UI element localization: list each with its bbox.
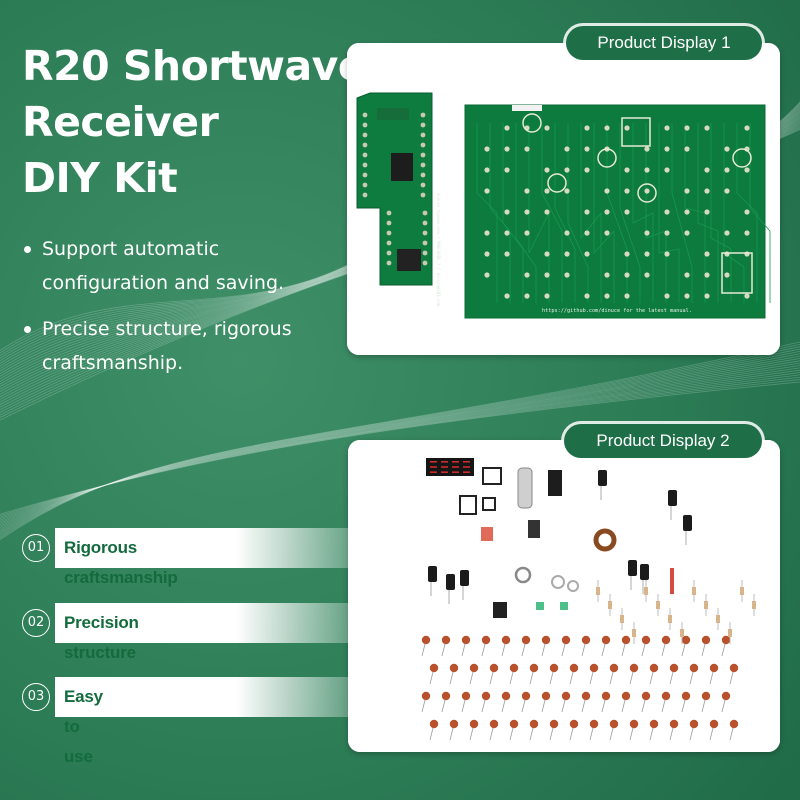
seven-segment-display xyxy=(426,458,474,476)
bullet-text: Support automatic configuration and savi… xyxy=(42,238,285,294)
bullet-dot-icon xyxy=(24,326,31,333)
board-url-silkscreen: https://github.com/dinuce for the latest… xyxy=(542,308,692,314)
module-silkscreen: dinuco.taobao.com / MH6CA8B8_7 / dinuco@… xyxy=(436,193,441,307)
feature-number: 01 xyxy=(22,534,50,562)
feature-number: 02 xyxy=(22,609,50,637)
product-display-1-card: dinuco.taobao.com / MH6CA8B8_7 / dinuco@… xyxy=(347,43,780,355)
feature-label: Precision structure xyxy=(64,613,139,662)
feature-bullets: Support automatic configuration and savi… xyxy=(22,232,322,392)
page-title: R20 Shortwave Receiver DIY Kit xyxy=(22,38,366,206)
title-line: Receiver xyxy=(22,98,219,146)
main-pcb-board: https://github.com/dinuce for the latest… xyxy=(464,104,771,319)
electronic-parts xyxy=(421,467,756,741)
receiver-module-board: dinuco.taobao.com / MH6CA8B8_7 / dinuco@… xyxy=(356,92,441,307)
feature-bar xyxy=(55,603,385,643)
bullet-text: Precise structure, rigorous craftsmanshi… xyxy=(42,318,292,374)
components-photo xyxy=(348,440,780,752)
bullet-item: Support automatic configuration and savi… xyxy=(22,232,322,300)
feature-label: Easy to use xyxy=(64,687,103,766)
feature-bar xyxy=(55,528,385,568)
bullet-item: Precise structure, rigorous craftsmanshi… xyxy=(22,312,322,380)
product-display-1-label: Product Display 1 xyxy=(566,26,762,60)
product-display-2-card xyxy=(348,440,780,752)
title-line: R20 Shortwave xyxy=(22,42,366,90)
feature-number: 03 xyxy=(22,683,50,711)
product-display-2-label: Product Display 2 xyxy=(564,424,762,458)
feature-bar xyxy=(55,677,385,717)
title-line: DIY Kit xyxy=(22,154,178,202)
pcb-photo: dinuco.taobao.com / MH6CA8B8_7 / dinuco@… xyxy=(347,43,780,355)
feature-label: Rigorous craftsmanship xyxy=(64,538,178,587)
bullet-dot-icon xyxy=(24,246,31,253)
